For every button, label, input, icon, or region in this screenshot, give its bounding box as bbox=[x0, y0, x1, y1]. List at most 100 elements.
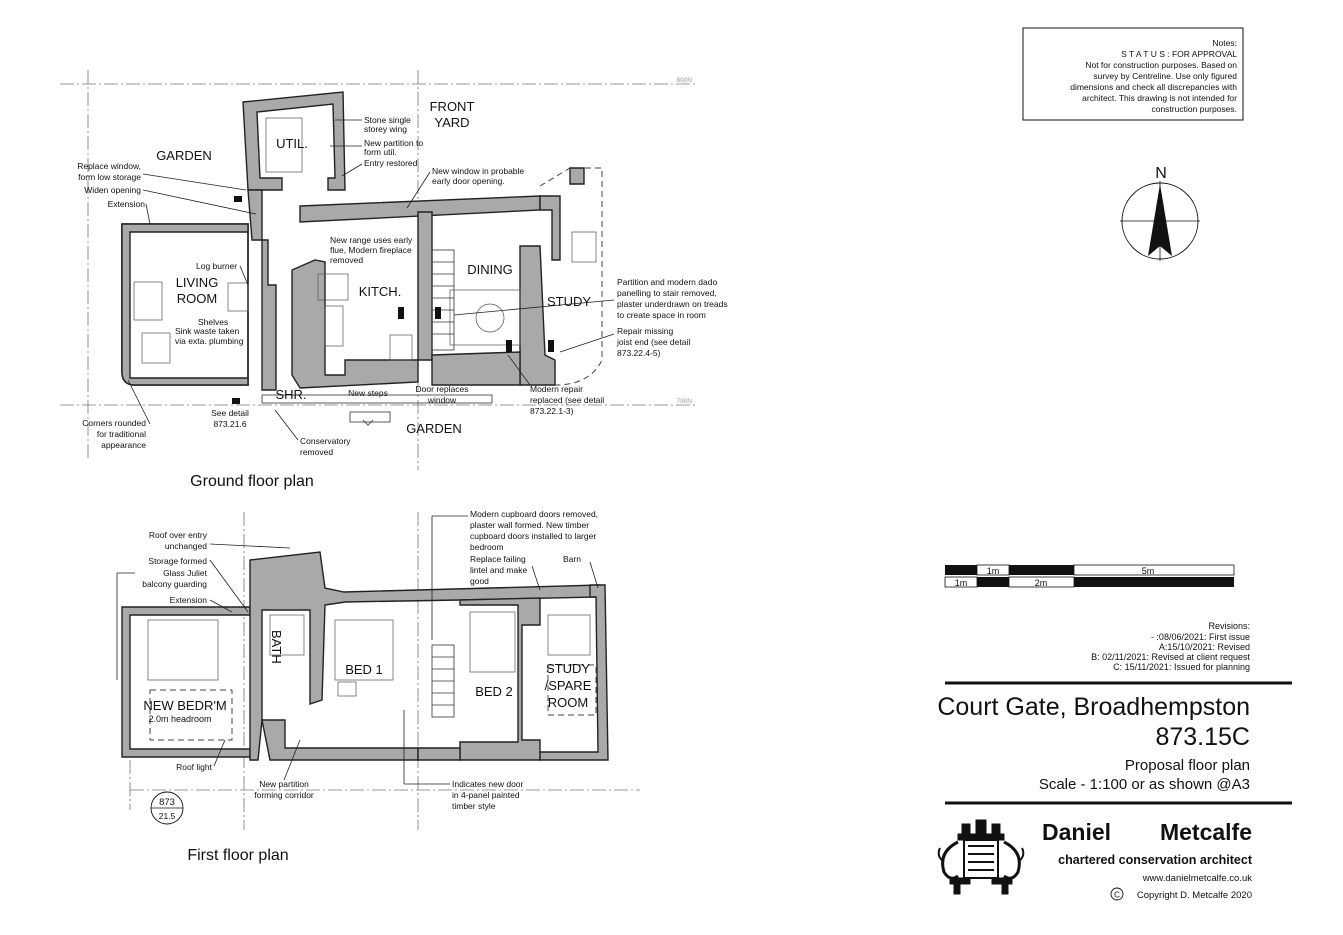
detail-reference: 873 21.5 bbox=[150, 791, 184, 825]
detail-ref-top: 873 bbox=[159, 797, 175, 808]
copyright-symbol: C bbox=[1114, 891, 1120, 900]
notes-status: S T A T U S : FOR APPROVAL bbox=[1121, 49, 1237, 59]
notes-line: dimensions and check all discrepancies w… bbox=[1070, 82, 1237, 92]
revisions-block: Revisions: - :08/06/2021: First issue A:… bbox=[1091, 621, 1250, 672]
practice-subtitle: chartered conservation architect bbox=[1058, 853, 1253, 867]
annotation: 873.21.6 bbox=[213, 419, 246, 429]
practice-website: www.danielmetcalfe.co.uk bbox=[1142, 873, 1253, 884]
room-label: FRONT bbox=[430, 99, 475, 114]
detail-ref-bottom: 21.5 bbox=[159, 811, 176, 821]
practice-logo bbox=[937, 819, 1025, 895]
annotation: Stone single bbox=[364, 115, 411, 125]
annotation: lintel and make bbox=[470, 565, 527, 575]
room-label: SHR. bbox=[275, 387, 306, 402]
annotation: via exta. plumbing bbox=[175, 336, 244, 346]
room-label: NEW BEDR'M bbox=[143, 698, 226, 713]
annotation: flue, Modern fireplace bbox=[330, 245, 412, 255]
project-title: Court Gate, Broadhempston bbox=[937, 693, 1250, 721]
room-label: ROOM bbox=[548, 695, 588, 710]
revisions-heading: Revisions: bbox=[1208, 621, 1250, 631]
room-label: KITCH. bbox=[359, 284, 402, 299]
annotation: Glass Juliet bbox=[163, 568, 208, 578]
annotation: Repair missing bbox=[617, 326, 673, 336]
annotation: Widen opening bbox=[84, 185, 141, 195]
annotation: Entry restored bbox=[364, 158, 418, 168]
annotation: Storage formed bbox=[148, 556, 207, 566]
annotation: plaster wall formed. New timber bbox=[470, 520, 589, 530]
room-label: LIVING bbox=[176, 275, 219, 290]
plan-title: Ground floor plan bbox=[190, 473, 314, 490]
drawing-scale: Scale - 1:100 or as shown @A3 bbox=[1039, 776, 1250, 793]
north-label: N bbox=[1155, 165, 1167, 182]
annotation: appearance bbox=[101, 440, 146, 450]
room-label: DINING bbox=[467, 262, 513, 277]
annotation: Indicates new door bbox=[452, 779, 524, 789]
title-block: Court Gate, Broadhempston 873.15C Propos… bbox=[937, 681, 1292, 805]
practice-block: Daniel Metcalfe chartered conservation a… bbox=[937, 819, 1253, 901]
room-label: 2.0m headroom bbox=[148, 714, 211, 724]
annotation: Barn bbox=[563, 554, 581, 564]
annotation: cupboard doors installed to larger bbox=[470, 531, 596, 541]
north-arrow: N bbox=[1120, 165, 1200, 261]
annotation: Sink waste taken bbox=[175, 326, 240, 336]
annotation: unchanged bbox=[165, 541, 207, 551]
annotation: Corners rounded bbox=[82, 418, 146, 428]
scale-label: 1m bbox=[955, 578, 968, 588]
practice-copyright: Copyright D. Metcalfe 2020 bbox=[1137, 890, 1252, 901]
annotation: See detail bbox=[211, 408, 249, 418]
revision-item: - :08/06/2021: First issue bbox=[1151, 632, 1250, 642]
annotation: to create space in room bbox=[617, 310, 706, 320]
room-label: ROOM bbox=[177, 291, 217, 306]
grid-label: 800N bbox=[676, 77, 692, 84]
room-label: GARDEN bbox=[156, 148, 212, 163]
room-label: STUDY bbox=[547, 294, 591, 309]
annotation: removed bbox=[300, 447, 333, 457]
annotation: panelling to stair removed, bbox=[617, 288, 717, 298]
annotation: 873.22.4-5) bbox=[617, 348, 661, 358]
room-label: YARD bbox=[434, 115, 469, 130]
scale-label: 5m bbox=[1142, 566, 1155, 576]
annotation: form util. bbox=[364, 147, 397, 157]
annotation: Extension bbox=[108, 199, 146, 209]
ground-floor-plan: 800N 790N bbox=[60, 70, 728, 490]
annotation: form low storage bbox=[78, 172, 141, 182]
annotation: forming corridor bbox=[254, 790, 314, 800]
grid-label: 790N bbox=[676, 398, 692, 405]
scale-label: 2m bbox=[1035, 578, 1048, 588]
annotation: balcony guarding bbox=[142, 579, 207, 589]
first-floor-plan: BATH BED 1 BED 2 STUDY /SPARE ROOM NEW B… bbox=[116, 509, 640, 864]
room-label: BED 2 bbox=[475, 684, 513, 699]
annotation: Partition and modern dado bbox=[617, 277, 717, 287]
annotation: New range uses early bbox=[330, 235, 413, 245]
annotation: Replace failing bbox=[470, 554, 526, 564]
annotation: Replace window, bbox=[77, 161, 141, 171]
annotation: replaced (see detail bbox=[530, 395, 604, 405]
annotation: Modern repair bbox=[530, 384, 583, 394]
annotation: New partition bbox=[259, 779, 309, 789]
annotation: New partition to bbox=[364, 138, 423, 148]
plan-title: First floor plan bbox=[187, 847, 288, 864]
drawing-title: Proposal floor plan bbox=[1125, 757, 1250, 774]
annotation: removed bbox=[330, 255, 363, 265]
room-label: GARDEN bbox=[406, 421, 462, 436]
annotation: Door replaces bbox=[416, 384, 469, 394]
notes-line: Not for construction purposes. Based on bbox=[1085, 60, 1237, 70]
notes-line: survey by Centreline. Use only figured bbox=[1093, 71, 1237, 81]
revision-item: B: 02/11/2021: Revised at client request bbox=[1091, 652, 1250, 662]
annotation: window bbox=[427, 395, 457, 405]
annotation: in 4-panel painted bbox=[452, 790, 520, 800]
annotation: Shelves bbox=[198, 317, 228, 327]
annotation: for traditional bbox=[97, 429, 146, 439]
notes-line: architect. This drawing is not intended … bbox=[1082, 93, 1237, 103]
annotation: timber style bbox=[452, 801, 496, 811]
room-label: /SPARE bbox=[545, 678, 592, 693]
revision-item: A:15/10/2021: Revised bbox=[1159, 642, 1250, 652]
annotation: bedroom bbox=[470, 542, 504, 552]
annotation: storey wing bbox=[364, 124, 407, 134]
copyright-icon bbox=[1110, 887, 1124, 901]
room-label: BATH bbox=[269, 630, 284, 664]
annotation: Conservatory bbox=[300, 436, 351, 446]
practice-name-first: Daniel bbox=[1042, 819, 1111, 845]
scale-label: 1m bbox=[987, 566, 1000, 576]
